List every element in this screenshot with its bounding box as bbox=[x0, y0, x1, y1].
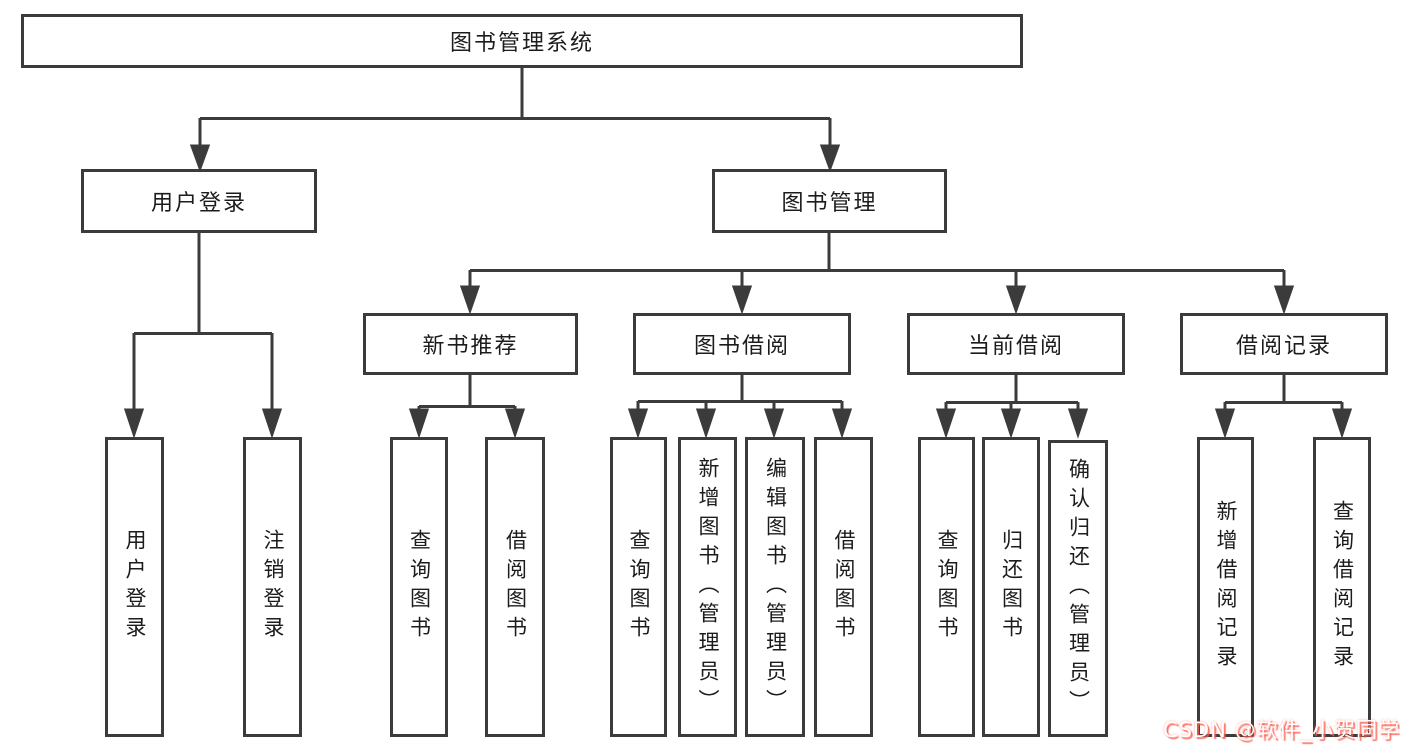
connector-book-mgmt-to-level2 bbox=[459, 233, 1295, 315]
connector-current-borrow-to-leaves bbox=[935, 375, 1089, 439]
node-new-book-rec-label: 新书推荐 bbox=[422, 334, 519, 359]
connector-borrow-record-to-leaves bbox=[1214, 375, 1353, 439]
node-leaf-user-login-label: 用户登录 bbox=[123, 529, 148, 645]
connector-root-to-level1 bbox=[189, 68, 841, 173]
node-current-borrow-label: 当前借阅 bbox=[967, 334, 1064, 359]
node-leaf-logout-label: 注销登录 bbox=[261, 529, 286, 645]
node-new-book-rec: 新书推荐 bbox=[363, 313, 578, 375]
connector-new-book-to-leaves bbox=[408, 375, 526, 439]
node-user-login-label: 用户登录 bbox=[150, 191, 247, 216]
node-leaf-edit-book-label: 编辑图书（管理员） bbox=[763, 456, 788, 718]
node-root-label: 图书管理系统 bbox=[449, 31, 594, 56]
node-leaf-return-book-label: 归还图书 bbox=[999, 529, 1024, 645]
node-book-mgmt-label: 图书管理 bbox=[781, 191, 878, 216]
node-leaf-query-book-1: 查询图书 bbox=[390, 437, 448, 737]
node-leaf-query-book-3-label: 查询图书 bbox=[935, 529, 960, 645]
node-leaf-add-record: 新增借阅记录 bbox=[1197, 437, 1254, 737]
node-leaf-add-book: 新增图书（管理员） bbox=[678, 437, 737, 737]
node-leaf-borrow-book-1: 借阅图书 bbox=[485, 437, 545, 737]
connector-user-login-to-leaves bbox=[123, 233, 283, 439]
node-root: 图书管理系统 bbox=[21, 14, 1023, 68]
node-leaf-user-login: 用户登录 bbox=[105, 437, 164, 737]
node-leaf-borrow-book-1-label: 借阅图书 bbox=[503, 529, 528, 645]
node-book-borrow-label: 图书借阅 bbox=[693, 334, 790, 359]
node-leaf-borrow-book-2: 借阅图书 bbox=[814, 437, 873, 737]
node-leaf-add-record-label: 新增借阅记录 bbox=[1214, 500, 1239, 674]
node-leaf-return-book: 归还图书 bbox=[982, 437, 1040, 737]
node-user-login: 用户登录 bbox=[81, 169, 317, 233]
node-book-mgmt: 图书管理 bbox=[712, 169, 947, 233]
node-borrow-record: 借阅记录 bbox=[1180, 313, 1388, 375]
node-borrow-record-label: 借阅记录 bbox=[1235, 334, 1332, 359]
node-leaf-edit-book: 编辑图书（管理员） bbox=[745, 437, 805, 737]
node-book-borrow: 图书借阅 bbox=[633, 313, 851, 375]
node-leaf-query-record: 查询借阅记录 bbox=[1313, 437, 1371, 737]
node-leaf-add-book-label: 新增图书（管理员） bbox=[696, 456, 721, 718]
csdn-watermark: CSDN @软件_小贺同学 bbox=[1162, 718, 1400, 742]
node-leaf-query-book-1-label: 查询图书 bbox=[407, 529, 432, 645]
node-leaf-confirm-return: 确认归还（管理员） bbox=[1048, 440, 1108, 737]
node-leaf-query-record-label: 查询借阅记录 bbox=[1330, 500, 1355, 674]
node-leaf-logout: 注销登录 bbox=[243, 437, 302, 737]
node-leaf-query-book-2-label: 查询图书 bbox=[627, 529, 652, 645]
node-leaf-query-book-3: 查询图书 bbox=[918, 437, 975, 737]
node-leaf-borrow-book-2-label: 借阅图书 bbox=[832, 529, 857, 645]
connector-book-borrow-to-leaves bbox=[627, 375, 853, 439]
node-leaf-query-book-2: 查询图书 bbox=[610, 437, 667, 737]
node-current-borrow: 当前借阅 bbox=[907, 313, 1125, 375]
node-leaf-confirm-return-label: 确认归还（管理员） bbox=[1066, 458, 1091, 719]
